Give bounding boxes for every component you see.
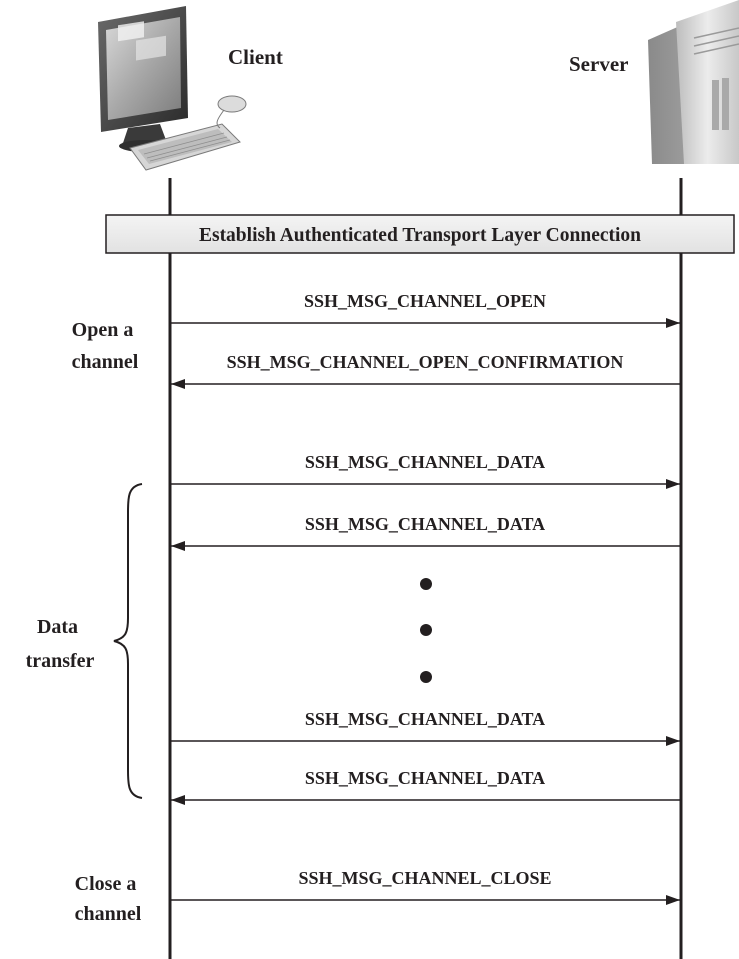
message-arrow: SSH_MSG_CHANNEL_OPEN	[170, 291, 681, 328]
message-label: SSH_MSG_CHANNEL_DATA	[305, 768, 545, 788]
arrowhead	[171, 795, 185, 805]
message-arrow: SSH_MSG_CHANNEL_DATA	[170, 452, 681, 489]
banner-text: Establish Authenticated Transport Layer …	[199, 225, 641, 246]
phase-open-channel: Open a channel	[72, 319, 139, 373]
phase-open-line-2: channel	[72, 351, 139, 373]
message-label: SSH_MSG_CHANNEL_DATA	[305, 514, 545, 534]
server-tower-icon	[648, 0, 739, 164]
phase-close-line-2: channel	[75, 903, 142, 925]
continuation-dot	[420, 578, 432, 590]
message-arrow: SSH_MSG_CHANNEL_DATA	[170, 768, 681, 805]
phase-data-transfer: Data transfer	[26, 616, 95, 672]
arrowhead	[666, 479, 680, 489]
phase-close-channel: Close a channel	[75, 873, 142, 925]
message-arrow: SSH_MSG_CHANNEL_DATA	[170, 514, 681, 551]
phase-close-line-1: Close a	[75, 873, 137, 895]
phase-data-line-2: transfer	[26, 650, 95, 672]
arrowhead	[666, 895, 680, 905]
arrowhead	[666, 318, 680, 328]
message-label: SSH_MSG_CHANNEL_CLOSE	[298, 868, 551, 888]
phase-data-line-1: Data	[37, 616, 78, 638]
message-label: SSH_MSG_CHANNEL_OPEN_CONFIRMATION	[227, 352, 624, 372]
continuation-dot	[420, 671, 432, 683]
message-label: SSH_MSG_CHANNEL_DATA	[305, 709, 545, 729]
arrowhead	[666, 736, 680, 746]
phase-open-line-1: Open a	[72, 319, 134, 341]
arrowhead	[171, 379, 185, 389]
arrowhead	[171, 541, 185, 551]
continuation-dot	[420, 624, 432, 636]
transport-layer-banner: Establish Authenticated Transport Layer …	[105, 214, 735, 254]
message-arrow: SSH_MSG_CHANNEL_OPEN_CONFIRMATION	[170, 352, 681, 389]
message-arrow: SSH_MSG_CHANNEL_DATA	[170, 709, 681, 746]
message-list: SSH_MSG_CHANNEL_OPEN SSH_MSG_CHANNEL_OPEN…	[170, 291, 681, 905]
client-label: Client	[228, 45, 283, 69]
message-label: SSH_MSG_CHANNEL_OPEN	[304, 291, 546, 311]
message-arrow: SSH_MSG_CHANNEL_CLOSE	[170, 868, 681, 905]
data-transfer-brace	[113, 483, 143, 799]
message-label: SSH_MSG_CHANNEL_DATA	[305, 452, 545, 472]
server-label: Server	[569, 52, 628, 76]
desktop-computer-icon	[98, 6, 247, 171]
